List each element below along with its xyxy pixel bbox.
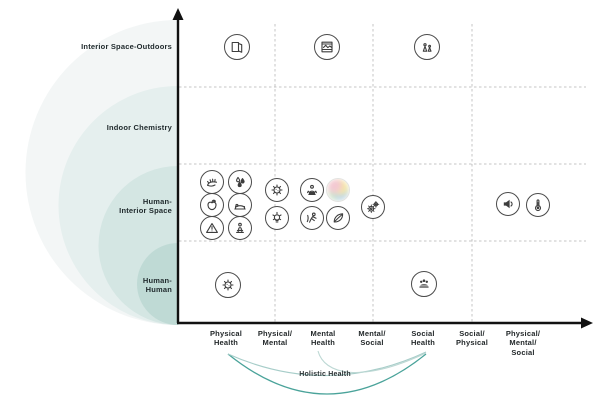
apple-nutrition-icon [200,193,224,217]
y-axis-arrowhead [172,8,184,20]
two-figures-icon [414,34,440,60]
open-door-icon [224,34,250,60]
rest-bed-icon [228,193,252,217]
col-label-mental-social: Mental/ Social [358,329,386,348]
group-people-icon [411,271,437,297]
col-label-physical-health: Physical Health [209,329,243,348]
lightbulb-icon [265,206,289,230]
row-label-interior-space-outdoors: Interior Space-Outdoors [81,42,172,51]
warning-triangle-icon [200,216,224,240]
col-label-physical-mental-social: Physical/ Mental/ Social [505,329,541,357]
axes [172,8,593,329]
color-mood-icon [326,178,350,202]
gears-icon [361,195,385,219]
holistic-health-arcs [227,350,427,395]
col-label-social-health: Social Health [410,329,436,348]
x-axis-arrowhead [581,317,593,329]
arc-physical-social-deep [227,353,427,395]
row-label-human-interior-space: Human- Interior Space [119,197,172,216]
leaf-icon [326,206,350,230]
col-label-physical-mental: Physical/ Mental [257,329,293,348]
water-droplets-icon [228,170,252,194]
row-label-human-human: Human- Human [142,276,172,295]
arc-physical-social-shallow [227,351,427,377]
active-person-icon [228,216,252,240]
color-mood-fill [327,179,349,201]
virus-icon [215,272,241,298]
speaker-icon [496,192,520,216]
movement-icon [300,206,324,230]
virus-icon [265,178,289,202]
holistic-health-label: Holistic Health [299,371,351,378]
meditation-icon [300,178,324,202]
window-view-icon [314,34,340,60]
thermometer-icon [526,193,550,217]
col-label-mental-health: Mental Health [310,329,336,348]
col-label-social-physical: Social/ Physical [455,329,489,348]
arc-mental-social [317,350,427,373]
hand-hygiene-icon [200,170,224,194]
row-label-indoor-chemistry: Indoor Chemistry [106,123,172,132]
